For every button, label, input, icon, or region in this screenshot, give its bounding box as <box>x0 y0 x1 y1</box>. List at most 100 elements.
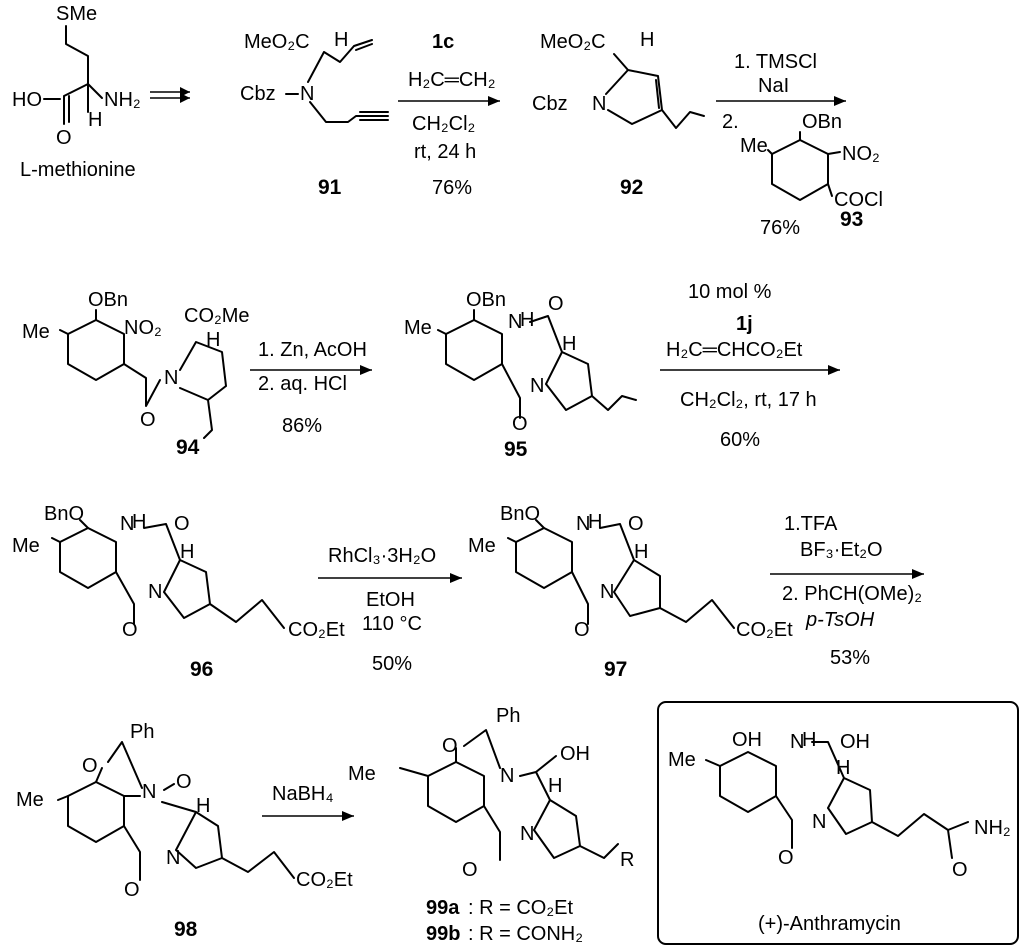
svg-text:1c: 1c <box>432 31 454 53</box>
compound-98-label: 98 <box>174 918 198 941</box>
svg-text:: R = CONH₂: : R = CONH₂ <box>468 923 583 945</box>
svg-text:N: N <box>166 847 180 869</box>
svg-text:COCl: COCl <box>834 189 883 211</box>
step-4-conditions: 10 mol % 1j H₂C═CHCO₂Et CH₂Cl₂, rt, 17 h… <box>660 281 840 451</box>
svg-text:H: H <box>836 757 850 779</box>
svg-text:CH₂Cl₂, rt, 17 h: CH₂Cl₂, rt, 17 h <box>680 389 817 411</box>
compound-99a-label: 99a <box>426 897 460 919</box>
svg-text:O: O <box>778 847 794 869</box>
svg-text:O: O <box>628 513 644 535</box>
label-ho: HO <box>12 89 42 111</box>
svg-text:p-TsOH: p-TsOH <box>805 609 875 631</box>
svg-text:Cbz: Cbz <box>240 83 276 105</box>
svg-text:H: H <box>588 511 602 533</box>
svg-text:76%: 76% <box>760 217 800 239</box>
svg-text:N: N <box>600 581 614 603</box>
anthramycin-box <box>657 701 1019 945</box>
compound-91-structure: MeO₂C H Cbz N 91 <box>240 29 389 199</box>
svg-text:53%: 53% <box>830 647 870 669</box>
svg-text:Me: Me <box>740 135 768 157</box>
svg-text:Me: Me <box>404 317 432 339</box>
svg-text:Me: Me <box>348 763 376 785</box>
anthramycin-label: (+)-Anthramycin <box>758 913 901 935</box>
svg-text:O: O <box>124 879 140 901</box>
svg-text:O: O <box>122 619 138 641</box>
svg-text:1. TMSCl: 1. TMSCl <box>734 51 817 73</box>
svg-text:2. aq. HCl: 2. aq. HCl <box>258 373 347 395</box>
compound-96-label: 96 <box>190 658 213 681</box>
svg-text:H: H <box>634 541 648 563</box>
label-nh2: NH₂ <box>104 89 141 111</box>
svg-text:O: O <box>176 771 192 793</box>
svg-text:76%: 76% <box>432 177 472 199</box>
svg-text:BnO: BnO <box>500 503 540 525</box>
svg-text:N: N <box>148 581 162 603</box>
compound-98-structure: Ph O N O H Me N O CO₂Et 98 <box>16 721 353 941</box>
svg-text:2. PhCH(OMe)₂: 2. PhCH(OMe)₂ <box>782 583 922 605</box>
svg-text:Me: Me <box>468 535 496 557</box>
svg-text:50%: 50% <box>372 653 412 675</box>
compound-95-label: 95 <box>504 438 528 461</box>
svg-text:O: O <box>548 293 564 315</box>
svg-text:NaI: NaI <box>758 75 789 97</box>
svg-text:N: N <box>508 311 522 333</box>
step-2-conditions: 1. TMSCl NaI 2. OBn Me NO₂ COCl 76% 93 <box>716 51 883 239</box>
svg-text:110 °C: 110 °C <box>362 613 422 635</box>
svg-text:Ph: Ph <box>496 705 520 727</box>
svg-text:O: O <box>140 409 156 431</box>
compound-91-label: 91 <box>318 176 342 199</box>
svg-text:NO₂: NO₂ <box>124 317 162 339</box>
svg-text:R: R <box>620 849 634 871</box>
svg-text:Me: Me <box>16 789 44 811</box>
svg-text:CO₂Me: CO₂Me <box>184 305 250 327</box>
svg-text:H: H <box>802 729 816 751</box>
svg-text:O: O <box>82 755 98 777</box>
svg-text:N: N <box>300 83 314 105</box>
svg-text:Me: Me <box>12 535 40 557</box>
benzene-ring-93 <box>771 139 829 201</box>
l-methionine-structure: SMe HO NH₂ O H L-methionine <box>12 3 141 181</box>
compound-97-label: 97 <box>604 658 627 681</box>
svg-text:H: H <box>548 775 562 797</box>
svg-text:O: O <box>574 619 590 641</box>
svg-text:N: N <box>576 513 590 535</box>
svg-text:N: N <box>520 823 534 845</box>
svg-text:OH: OH <box>560 743 590 765</box>
svg-text:OH: OH <box>840 731 870 753</box>
methionine-label: L-methionine <box>20 159 136 181</box>
svg-text:MeO₂C: MeO₂C <box>540 31 606 53</box>
svg-text:N: N <box>530 375 544 397</box>
compound-94-structure: OBn Me NO₂ CO₂Me H N O 94 <box>22 289 250 459</box>
svg-text:EtOH: EtOH <box>366 589 415 611</box>
svg-text:O: O <box>512 413 528 435</box>
svg-text:OH: OH <box>732 729 762 751</box>
svg-text:OBn: OBn <box>88 289 128 311</box>
svg-text:RhCl₃·3H₂O: RhCl₃·3H₂O <box>328 545 436 567</box>
svg-text:BnO: BnO <box>44 503 84 525</box>
svg-text:BF₃·Et₂O: BF₃·Et₂O <box>800 539 883 561</box>
step-7-conditions: NaBH₄ <box>262 783 354 821</box>
step-1-conditions: 1c H₂C═CH₂ CH₂Cl₂ rt, 24 h 76% <box>398 31 500 199</box>
svg-text:N: N <box>812 811 826 833</box>
svg-text:1j: 1j <box>736 313 753 335</box>
svg-text:H: H <box>180 541 194 563</box>
svg-text:O: O <box>174 513 190 535</box>
svg-text:MeO₂C: MeO₂C <box>244 31 310 53</box>
svg-text:H: H <box>520 309 534 331</box>
svg-text:N: N <box>164 367 178 389</box>
svg-text:OBn: OBn <box>802 111 842 133</box>
svg-text:O: O <box>442 735 458 757</box>
svg-text:Ph: Ph <box>130 721 154 743</box>
compound-92-label: 92 <box>620 176 643 199</box>
svg-text:H: H <box>562 333 576 355</box>
compound-93-label: 93 <box>840 208 863 231</box>
svg-text:H: H <box>334 29 348 51</box>
svg-text:CO₂Et: CO₂Et <box>288 619 345 641</box>
compound-97-structure: BnO Me N H O H N O CO₂Et 97 <box>468 503 793 681</box>
svg-text:60%: 60% <box>720 429 760 451</box>
compound-96-structure: BnO Me N H O H N O CO₂Et 96 <box>12 503 345 681</box>
svg-text:rt, 24 h: rt, 24 h <box>414 141 476 163</box>
svg-text:NaBH₄: NaBH₄ <box>272 783 334 805</box>
svg-text:N: N <box>790 731 804 753</box>
step-3-conditions: 1. Zn, AcOH 2. aq. HCl 86% <box>250 339 372 437</box>
